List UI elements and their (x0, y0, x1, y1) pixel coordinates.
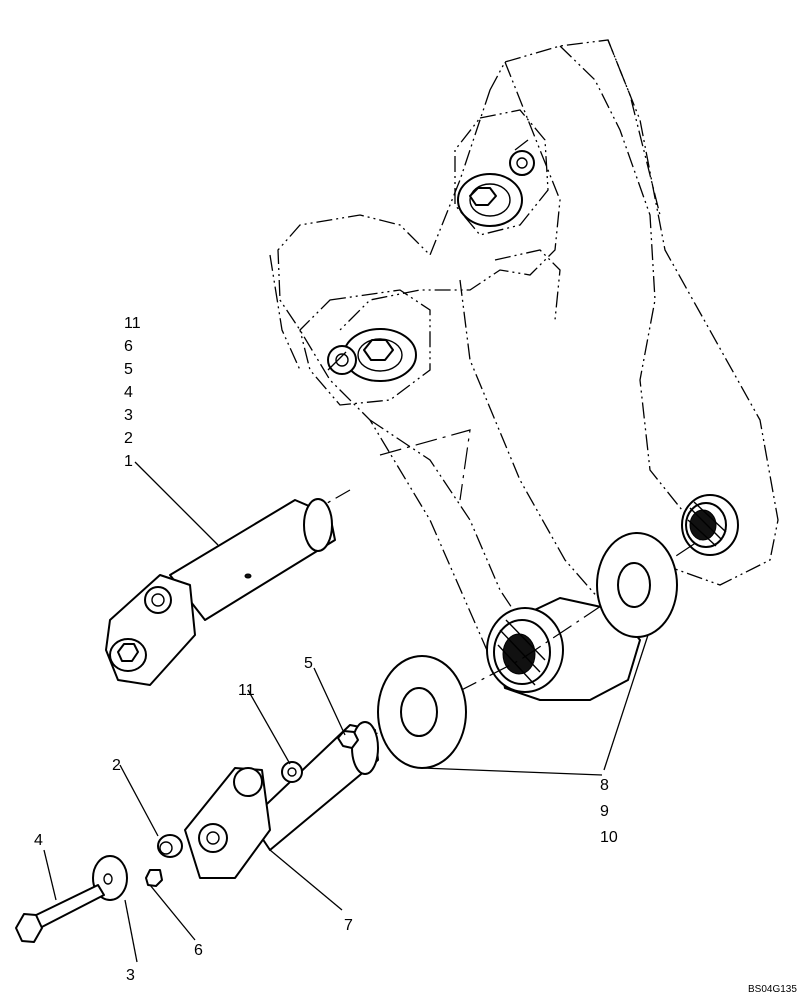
large-washer-left (377, 655, 467, 769)
callout-3: 3 (124, 407, 133, 424)
callout-fitting-6: 6 (194, 942, 203, 959)
spacer-item-2 (157, 834, 183, 858)
upper-pin-assembly (457, 139, 535, 227)
drawing-code: BS04G135 (748, 984, 797, 995)
upper-bushing (681, 494, 739, 556)
callout-stack-top: 11 6 5 4 3 2 1 (124, 315, 141, 470)
callout-stack-bottom: 8 9 10 (600, 777, 618, 846)
callout-nut-5: 5 (304, 655, 313, 672)
pin-item-7 (184, 721, 379, 879)
middle-pin-assembly (327, 328, 417, 382)
callout-10: 10 (600, 829, 618, 846)
pin-item-1 (105, 498, 336, 686)
callout-6: 6 (124, 338, 133, 355)
callout-2: 2 (124, 430, 133, 447)
callout-9: 9 (600, 803, 609, 820)
callout-1: 1 (124, 453, 133, 470)
callout-washer-11: 11 (238, 682, 255, 699)
callout-8: 8 (600, 777, 609, 794)
callout-11: 11 (124, 315, 141, 332)
bolt-item-4 (15, 884, 105, 943)
pin-axis-guide (379, 429, 471, 501)
callout-bolt-4: 4 (34, 832, 43, 849)
callout-spacer-2: 2 (112, 757, 121, 774)
callout-4: 4 (124, 384, 133, 401)
lower-bushing-housing (486, 597, 641, 701)
leader-lines (43, 461, 649, 963)
callout-pin-7: 7 (344, 917, 353, 934)
callout-washer-3: 3 (126, 967, 135, 984)
fitting-item-6 (145, 869, 163, 887)
callout-5: 5 (124, 361, 133, 378)
large-washer-right (596, 532, 678, 638)
